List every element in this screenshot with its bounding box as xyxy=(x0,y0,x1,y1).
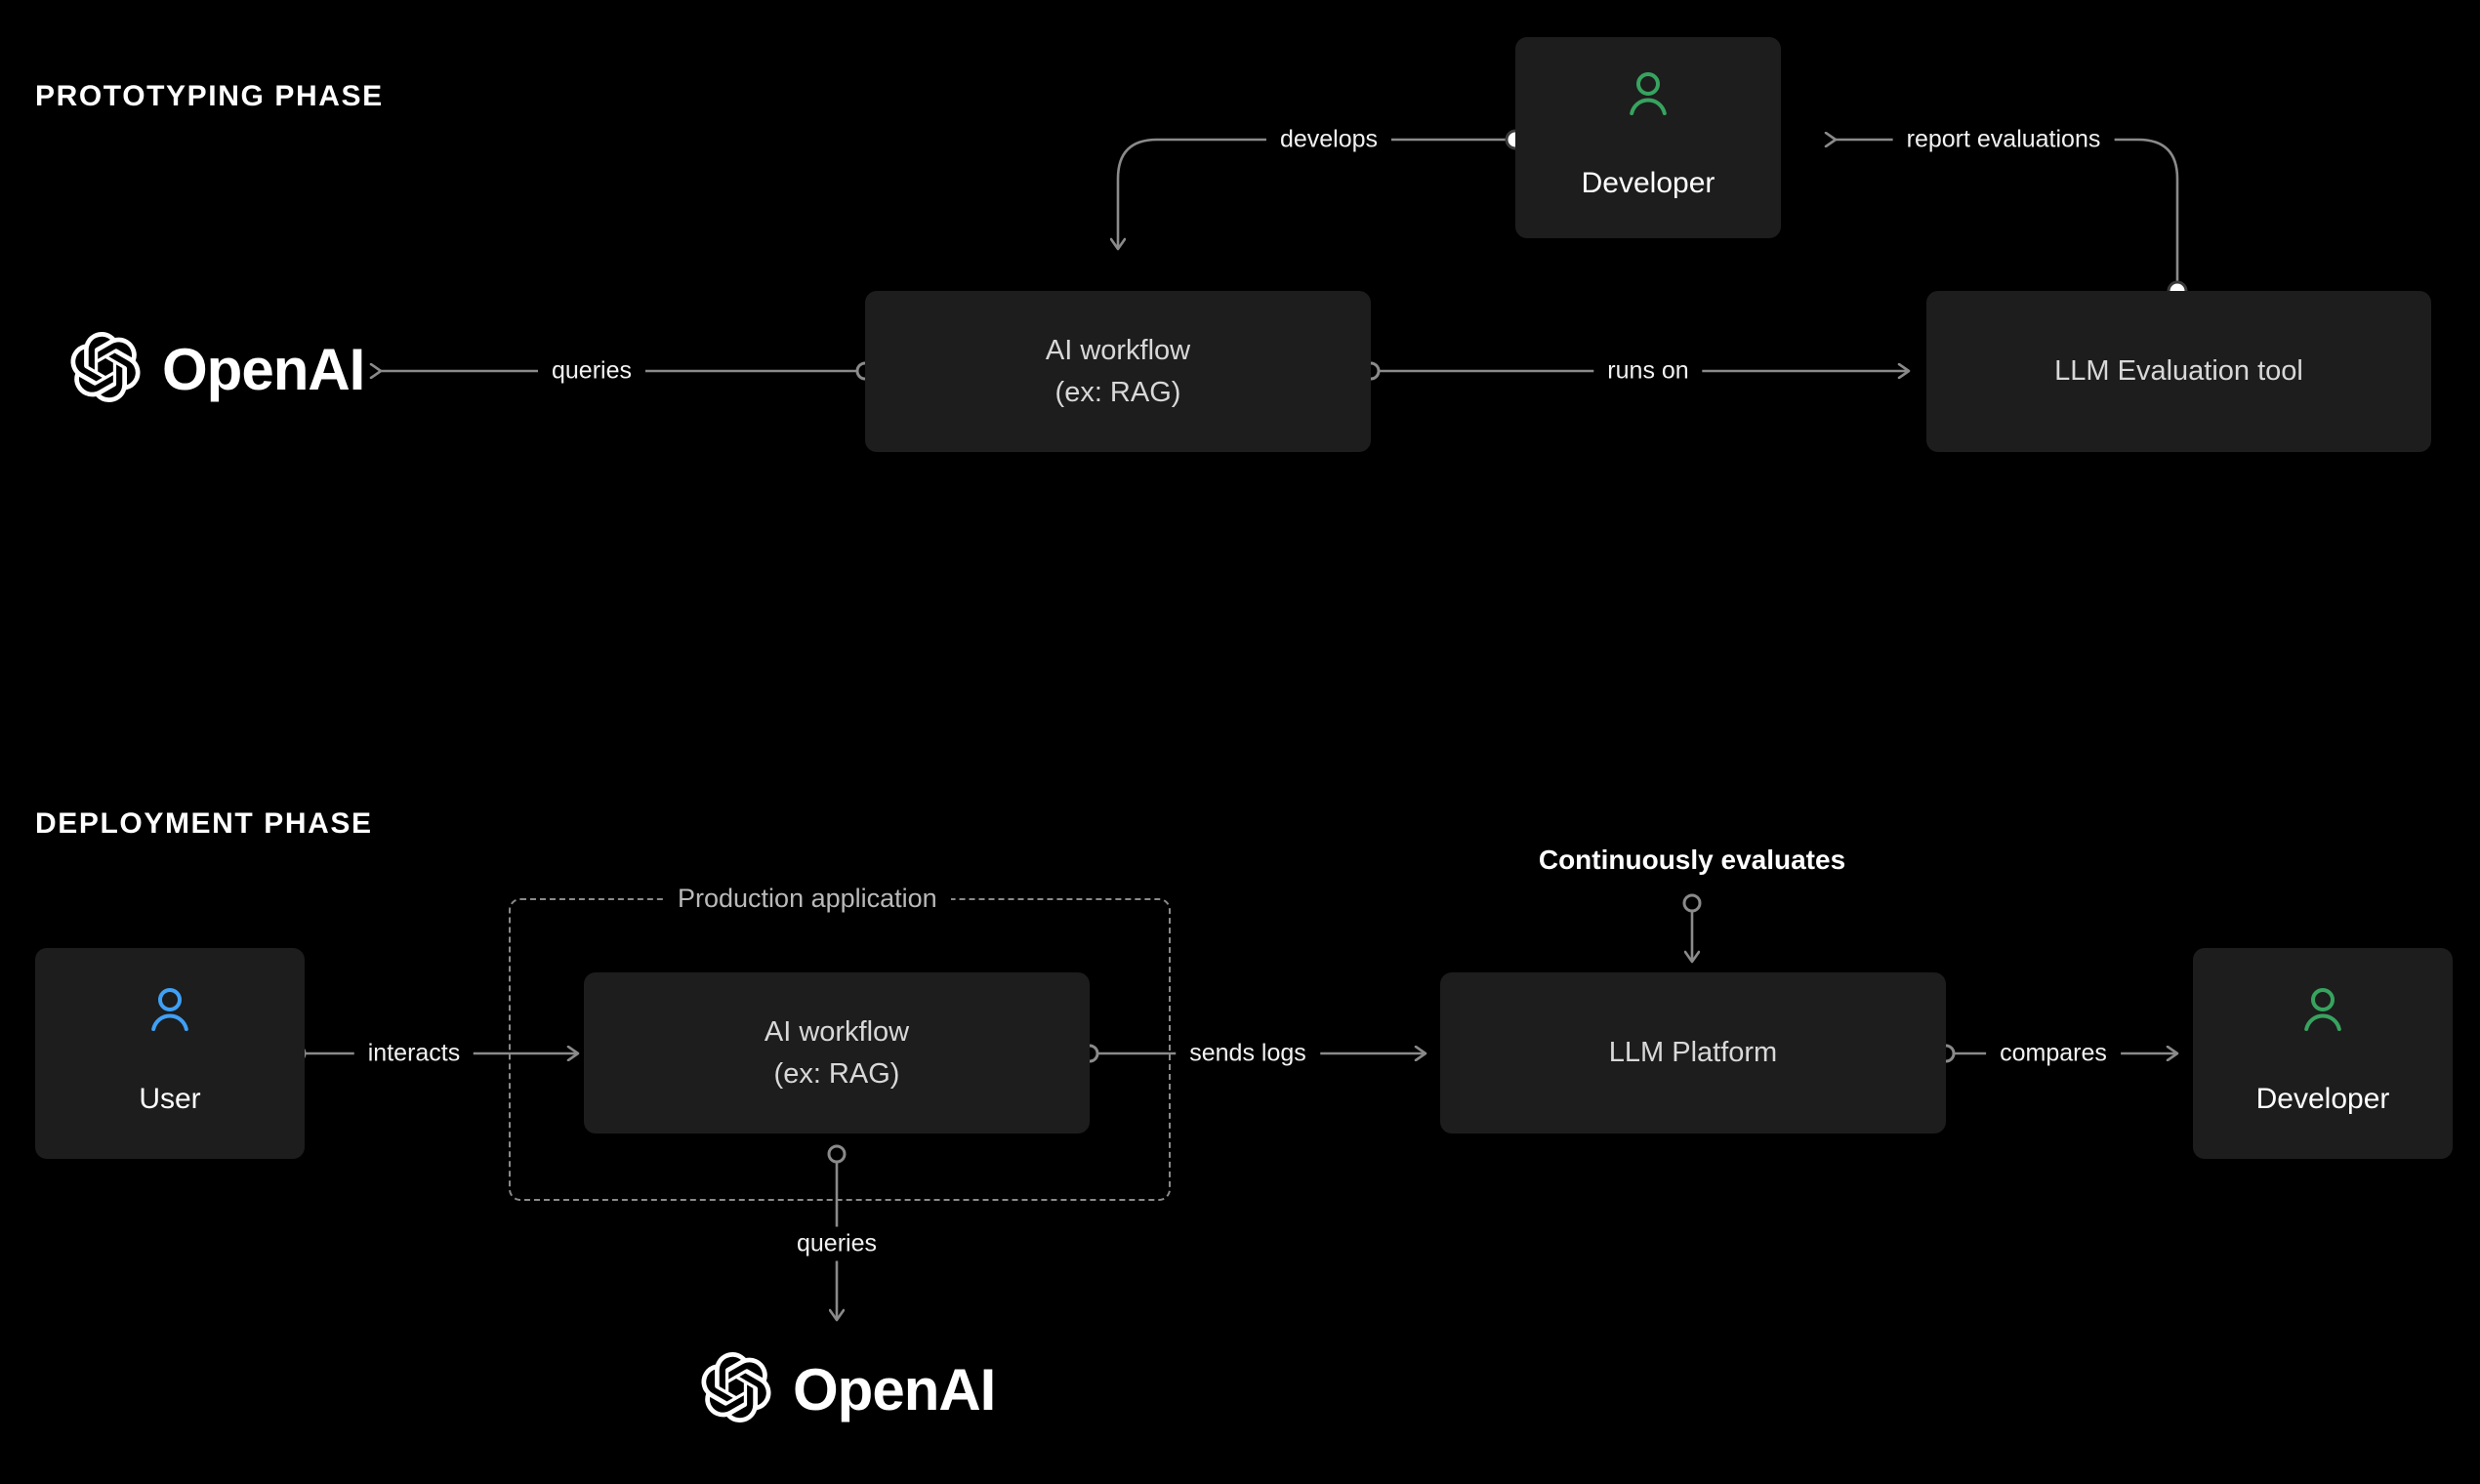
node-label: AI workflow (ex: RAG) xyxy=(1045,335,1191,408)
edge-label-develops: develops xyxy=(1265,122,1392,157)
node-label: AI workflow (ex: RAG) xyxy=(764,1016,910,1090)
openai-wordmark: OpenAI xyxy=(793,1356,996,1422)
openai-logo-icon xyxy=(70,332,141,407)
person-icon xyxy=(2299,986,2346,1049)
node-label: Developer xyxy=(2255,1083,2390,1116)
openai-logo-deployment: OpenAI xyxy=(701,1352,996,1427)
node-user[interactable]: User xyxy=(35,948,305,1159)
person-icon xyxy=(1625,70,1672,133)
section-title-prototyping: PROTOTYPING PHASE xyxy=(35,80,384,112)
node-ai-workflow-prototyping[interactable]: AI workflow (ex: RAG) xyxy=(865,291,1371,452)
edge-label-interacts: interacts xyxy=(353,1036,475,1071)
node-ai-workflow-deployment[interactable]: AI workflow (ex: RAG) xyxy=(584,972,1090,1134)
node-developer-deployment[interactable]: Developer xyxy=(2193,948,2453,1159)
section-title-deployment: DEPLOYMENT PHASE xyxy=(35,807,373,840)
node-label: LLM Platform xyxy=(1608,1037,1778,1069)
openai-wordmark: OpenAI xyxy=(162,336,365,402)
node-label: User xyxy=(139,1083,201,1116)
openai-logo-prototyping: OpenAI xyxy=(70,332,365,407)
edge-continuously-evaluates xyxy=(1682,893,1702,962)
edge-label-queries-proto: queries xyxy=(538,353,645,389)
node-llm-evaluation-tool[interactable]: LLM Evaluation tool xyxy=(1926,291,2431,452)
edge-label-report-evaluations: report evaluations xyxy=(1892,122,2115,157)
production-application-label: Production application xyxy=(664,884,951,914)
node-label: Developer xyxy=(1581,167,1715,200)
openai-logo-icon xyxy=(701,1352,771,1427)
edge-report-evaluations xyxy=(1836,140,2188,302)
edge-label-queries-deploy: queries xyxy=(783,1226,890,1261)
person-icon xyxy=(146,986,193,1049)
edge-label-runs-on: runs on xyxy=(1593,353,1703,389)
edge-label-continuously-evaluates: Continuously evaluates xyxy=(1524,842,1860,879)
node-label: LLM Evaluation tool xyxy=(2054,355,2303,388)
node-developer-prototyping[interactable]: Developer xyxy=(1515,37,1781,238)
node-llm-platform[interactable]: LLM Platform xyxy=(1440,972,1946,1134)
edge-label-compares: compares xyxy=(1986,1036,2121,1071)
edge-label-sends-logs: sends logs xyxy=(1176,1036,1320,1071)
